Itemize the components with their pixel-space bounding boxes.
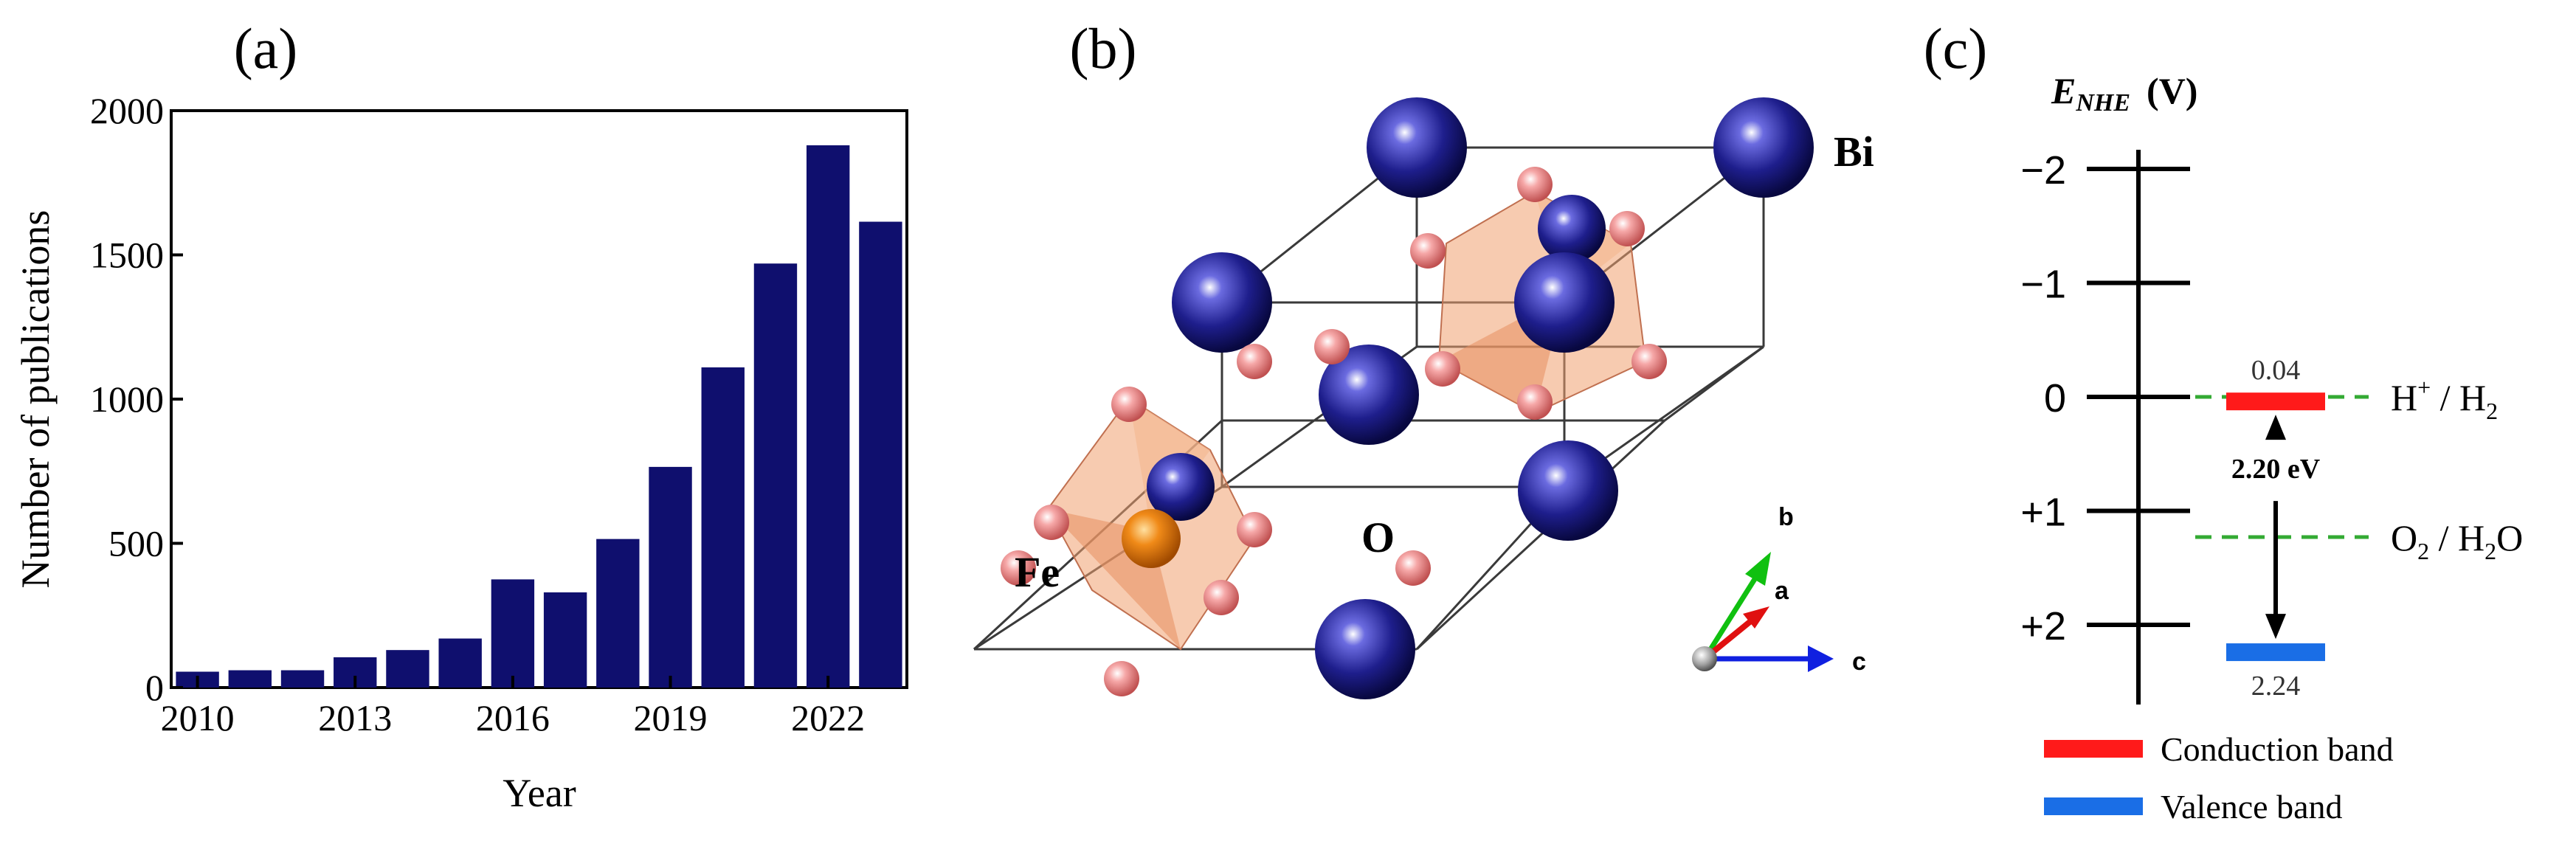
axis-title: ENHE (V) [2051,70,2197,117]
y-axis-title: Number of publications [13,210,58,589]
valence-band-level [2226,643,2325,662]
x-tick-label: 2022 [791,697,865,738]
o-atom [1204,580,1239,615]
panel-b-label: (b) [1070,16,1137,80]
axis-label-c: c [1852,648,1866,676]
bar-2021 [753,263,798,688]
o-atom [1410,233,1446,269]
o-atoms [1001,167,1667,696]
y-tick-label: 1500 [90,235,164,276]
o-atom [1609,211,1645,246]
x-tick-label: 2016 [476,697,550,738]
bar-2022 [806,145,850,688]
bar-2016 [491,579,535,688]
bar-2014 [386,650,429,688]
bi-label: Bi [1834,128,1874,176]
redox-levels: H+ / H2 O2 / H2O [2195,374,2523,564]
panel-b-crystal-structure: (b) [973,16,1874,699]
axis-title-subscript: NHE [2075,89,2130,117]
bi-atoms [1172,97,1814,699]
legend-label: Conduction band [2161,730,2394,768]
o-atom [1395,550,1431,586]
fe-label: Fe [1015,548,1060,596]
y-tick-label: 2000 [90,90,164,131]
bar-2020 [701,367,745,688]
energy-tick-label: 0 [2044,376,2066,420]
x-tick-label: 2019 [634,697,708,738]
energy-bands: 0.04 2.24 [2226,355,2325,702]
legend-swatch [2044,797,2143,815]
axis-label-a: a [1775,577,1789,605]
x-tick-label: 2013 [318,697,392,738]
bar-2018 [596,539,640,688]
y-axis-ticks: 0 500 1000 1500 2000 [90,90,183,708]
bi-atom [1147,453,1215,521]
bar-2015 [438,638,482,688]
legend-label: Valence band [2161,788,2343,826]
panel-a-label: (a) [234,16,298,80]
bi-atom [1514,252,1615,353]
bi-atom [1319,345,1419,445]
x-axis-ticks: 2010 2013 2016 2019 2022 [161,676,865,738]
feo6-octahedron-left [1046,397,1256,651]
panel-c-band-diagram: (c) ENHE (V) −2 −1 0 +1 +2 H+ / H2 O2 / H2O 0.… [1924,16,2524,826]
o-atom [1425,351,1460,387]
redox-level-label: O2 / H2O [2391,517,2523,564]
origin-sphere [1692,646,1717,671]
o-atom [1034,505,1069,540]
bi-atom [1713,97,1814,198]
bi-atom [1315,599,1415,699]
energy-tick-label: −1 [2020,263,2066,307]
bar-2012 [280,670,325,688]
o-atom [1517,384,1553,420]
redox-level-label: H+ / H2 [2391,374,2498,424]
bar-group [176,145,902,688]
fe-atom [1122,509,1181,568]
bi-atom [1172,252,1272,353]
energy-tick-label: +1 [2020,491,2066,535]
o-atom [1111,387,1147,422]
bar-2017 [543,592,587,688]
x-tick-label: 2010 [161,697,235,738]
o-atom [1104,661,1139,696]
band-value-label: 2.24 [2251,671,2301,702]
o-atom [1237,512,1272,547]
o-atom [1314,329,1350,364]
band-gap-label: 2.20 eV [2231,454,2321,485]
panel-c-label: (c) [1924,16,1988,80]
o-atom [1001,550,1036,586]
o-atom [1517,167,1553,202]
energy-axis-ticks: −2 −1 0 +1 +2 [2020,148,2190,648]
legend-swatch [2044,740,2143,758]
y-tick-label: 1000 [90,378,164,420]
bar-2023 [859,221,902,688]
band-gap-arrow: 2.20 eV [2231,415,2321,640]
bi-atom [1367,97,1467,198]
y-tick-label: 500 [108,523,164,564]
o-atom [1237,344,1272,379]
o-label: O [1361,513,1395,561]
energy-tick-label: +2 [2020,604,2066,648]
axis-label-b: b [1778,503,1794,531]
o-atom [1631,344,1667,379]
band-value-label: 0.04 [2251,355,2301,386]
conduction-band-level [2226,392,2325,411]
bar-2019 [649,466,692,688]
x-axis-title: Year [503,771,576,815]
energy-tick-label: −2 [2020,148,2066,193]
axis-title-unit: (V) [2147,70,2197,111]
panel-a-publications-chart: (a) 0 500 1000 1500 2000 2010 2013 2016 2019 202… [13,16,908,815]
crystal-axes-indicator: b a c [1692,503,1866,676]
bi-atom [1538,195,1606,263]
bi-atom [1518,440,1618,541]
bar-2011 [228,670,272,688]
y-tick-label: 0 [145,667,164,708]
axis-title-symbol: E [2051,70,2076,111]
